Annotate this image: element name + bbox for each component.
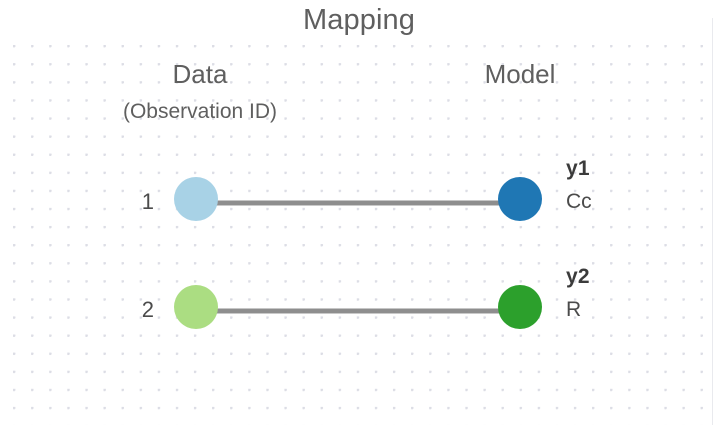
mapping-row: 1 y1 Cc	[0, 148, 718, 258]
data-node-circle[interactable]	[174, 285, 218, 329]
model-variable-label: y2	[566, 265, 590, 288]
column-subheader-observation-id: (Observation ID)	[122, 100, 278, 123]
model-node-circle[interactable]	[498, 285, 542, 329]
model-label-group: y1 Cc	[566, 153, 706, 219]
mapping-row: 2 y2 R	[0, 256, 718, 366]
model-node-circle[interactable]	[498, 177, 542, 221]
observation-id-label: 1	[141, 189, 154, 214]
model-variable-label: y1	[566, 157, 590, 180]
mapping-connector-line	[196, 308, 520, 314]
model-name-label: R	[566, 298, 582, 321]
column-header-model: Model	[484, 59, 556, 89]
model-label-group: y2 R	[566, 261, 706, 327]
column-header-data: Data	[172, 59, 228, 89]
right-edge-rule	[712, 18, 713, 425]
data-node-circle[interactable]	[174, 177, 218, 221]
model-name-label: Cc	[566, 190, 592, 213]
mapping-connector-line	[196, 200, 520, 206]
page-title: Mapping	[303, 4, 415, 36]
observation-id-label: 2	[141, 297, 154, 322]
